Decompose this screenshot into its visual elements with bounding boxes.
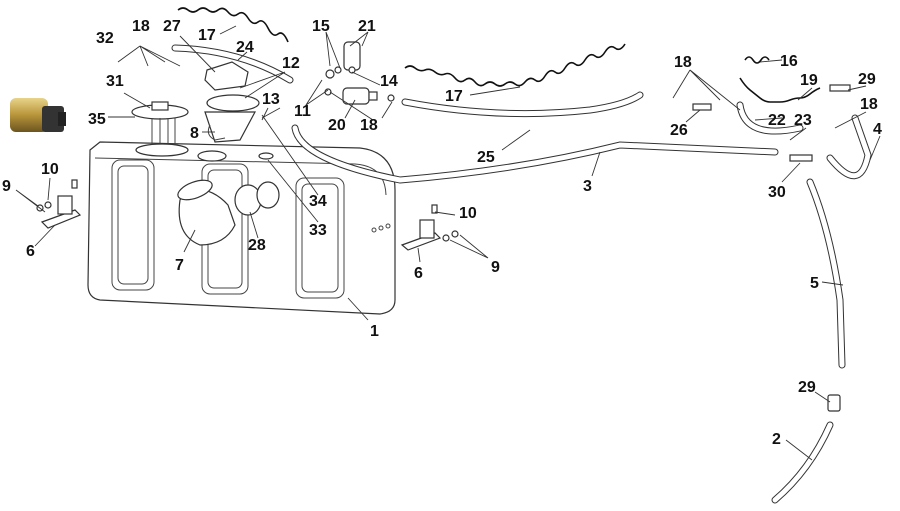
callout-35: 35 xyxy=(88,111,106,128)
springs xyxy=(177,7,821,103)
fuel-tank xyxy=(87,141,396,315)
callout-28: 28 xyxy=(248,237,266,254)
callout-5: 5 xyxy=(810,275,819,292)
callout-10: 10 xyxy=(459,205,477,222)
callout-15: 15 xyxy=(312,18,330,35)
callout-27: 27 xyxy=(163,18,181,35)
callout-18: 18 xyxy=(360,117,378,134)
fuel-pump-image xyxy=(10,98,66,132)
callout-31: 31 xyxy=(106,73,124,90)
callout-16: 16 xyxy=(780,53,798,70)
callout-33: 33 xyxy=(309,222,327,239)
callout-19: 19 xyxy=(800,72,818,89)
callout-14: 14 xyxy=(380,73,398,90)
callout-18: 18 xyxy=(860,96,878,113)
callout-18: 18 xyxy=(132,18,150,35)
callout-30: 30 xyxy=(768,184,786,201)
callout-32: 32 xyxy=(96,30,114,47)
callout-11: 11 xyxy=(294,103,311,120)
callout-6: 6 xyxy=(414,265,423,282)
callout-13: 13 xyxy=(262,91,280,108)
callout-20: 20 xyxy=(328,117,346,134)
leader-lines xyxy=(15,25,881,461)
callout-29: 29 xyxy=(858,71,876,88)
callout-labels: 18 27 17 24 32 12 15 21 14 11 20 18 13 3… xyxy=(2,18,882,448)
callout-10: 10 xyxy=(41,161,59,178)
callout-23: 23 xyxy=(794,112,812,129)
callout-2: 2 xyxy=(772,431,781,448)
callout-7: 7 xyxy=(175,257,184,274)
callout-24: 24 xyxy=(236,39,254,56)
callout-9: 9 xyxy=(2,178,11,195)
callout-9: 9 xyxy=(491,259,500,276)
callout-6: 6 xyxy=(26,243,35,260)
callout-22: 22 xyxy=(768,112,786,129)
callout-17: 17 xyxy=(445,88,463,105)
callout-29: 29 xyxy=(798,379,816,396)
callout-3: 3 xyxy=(583,178,592,195)
callout-21: 21 xyxy=(358,18,376,35)
pump-module xyxy=(131,101,189,157)
filler-neck xyxy=(177,150,280,246)
callout-12: 12 xyxy=(282,55,300,72)
callout-17: 17 xyxy=(198,27,216,44)
hoses xyxy=(171,44,872,504)
callout-4: 4 xyxy=(873,121,882,138)
callout-34: 34 xyxy=(309,193,327,210)
callout-18: 18 xyxy=(674,54,692,71)
mounting-brackets xyxy=(36,179,459,251)
callout-1: 1 xyxy=(370,323,379,340)
fuel-cap xyxy=(204,61,260,143)
callout-8: 8 xyxy=(190,125,199,142)
callout-25: 25 xyxy=(477,149,495,166)
callout-26: 26 xyxy=(670,122,688,139)
